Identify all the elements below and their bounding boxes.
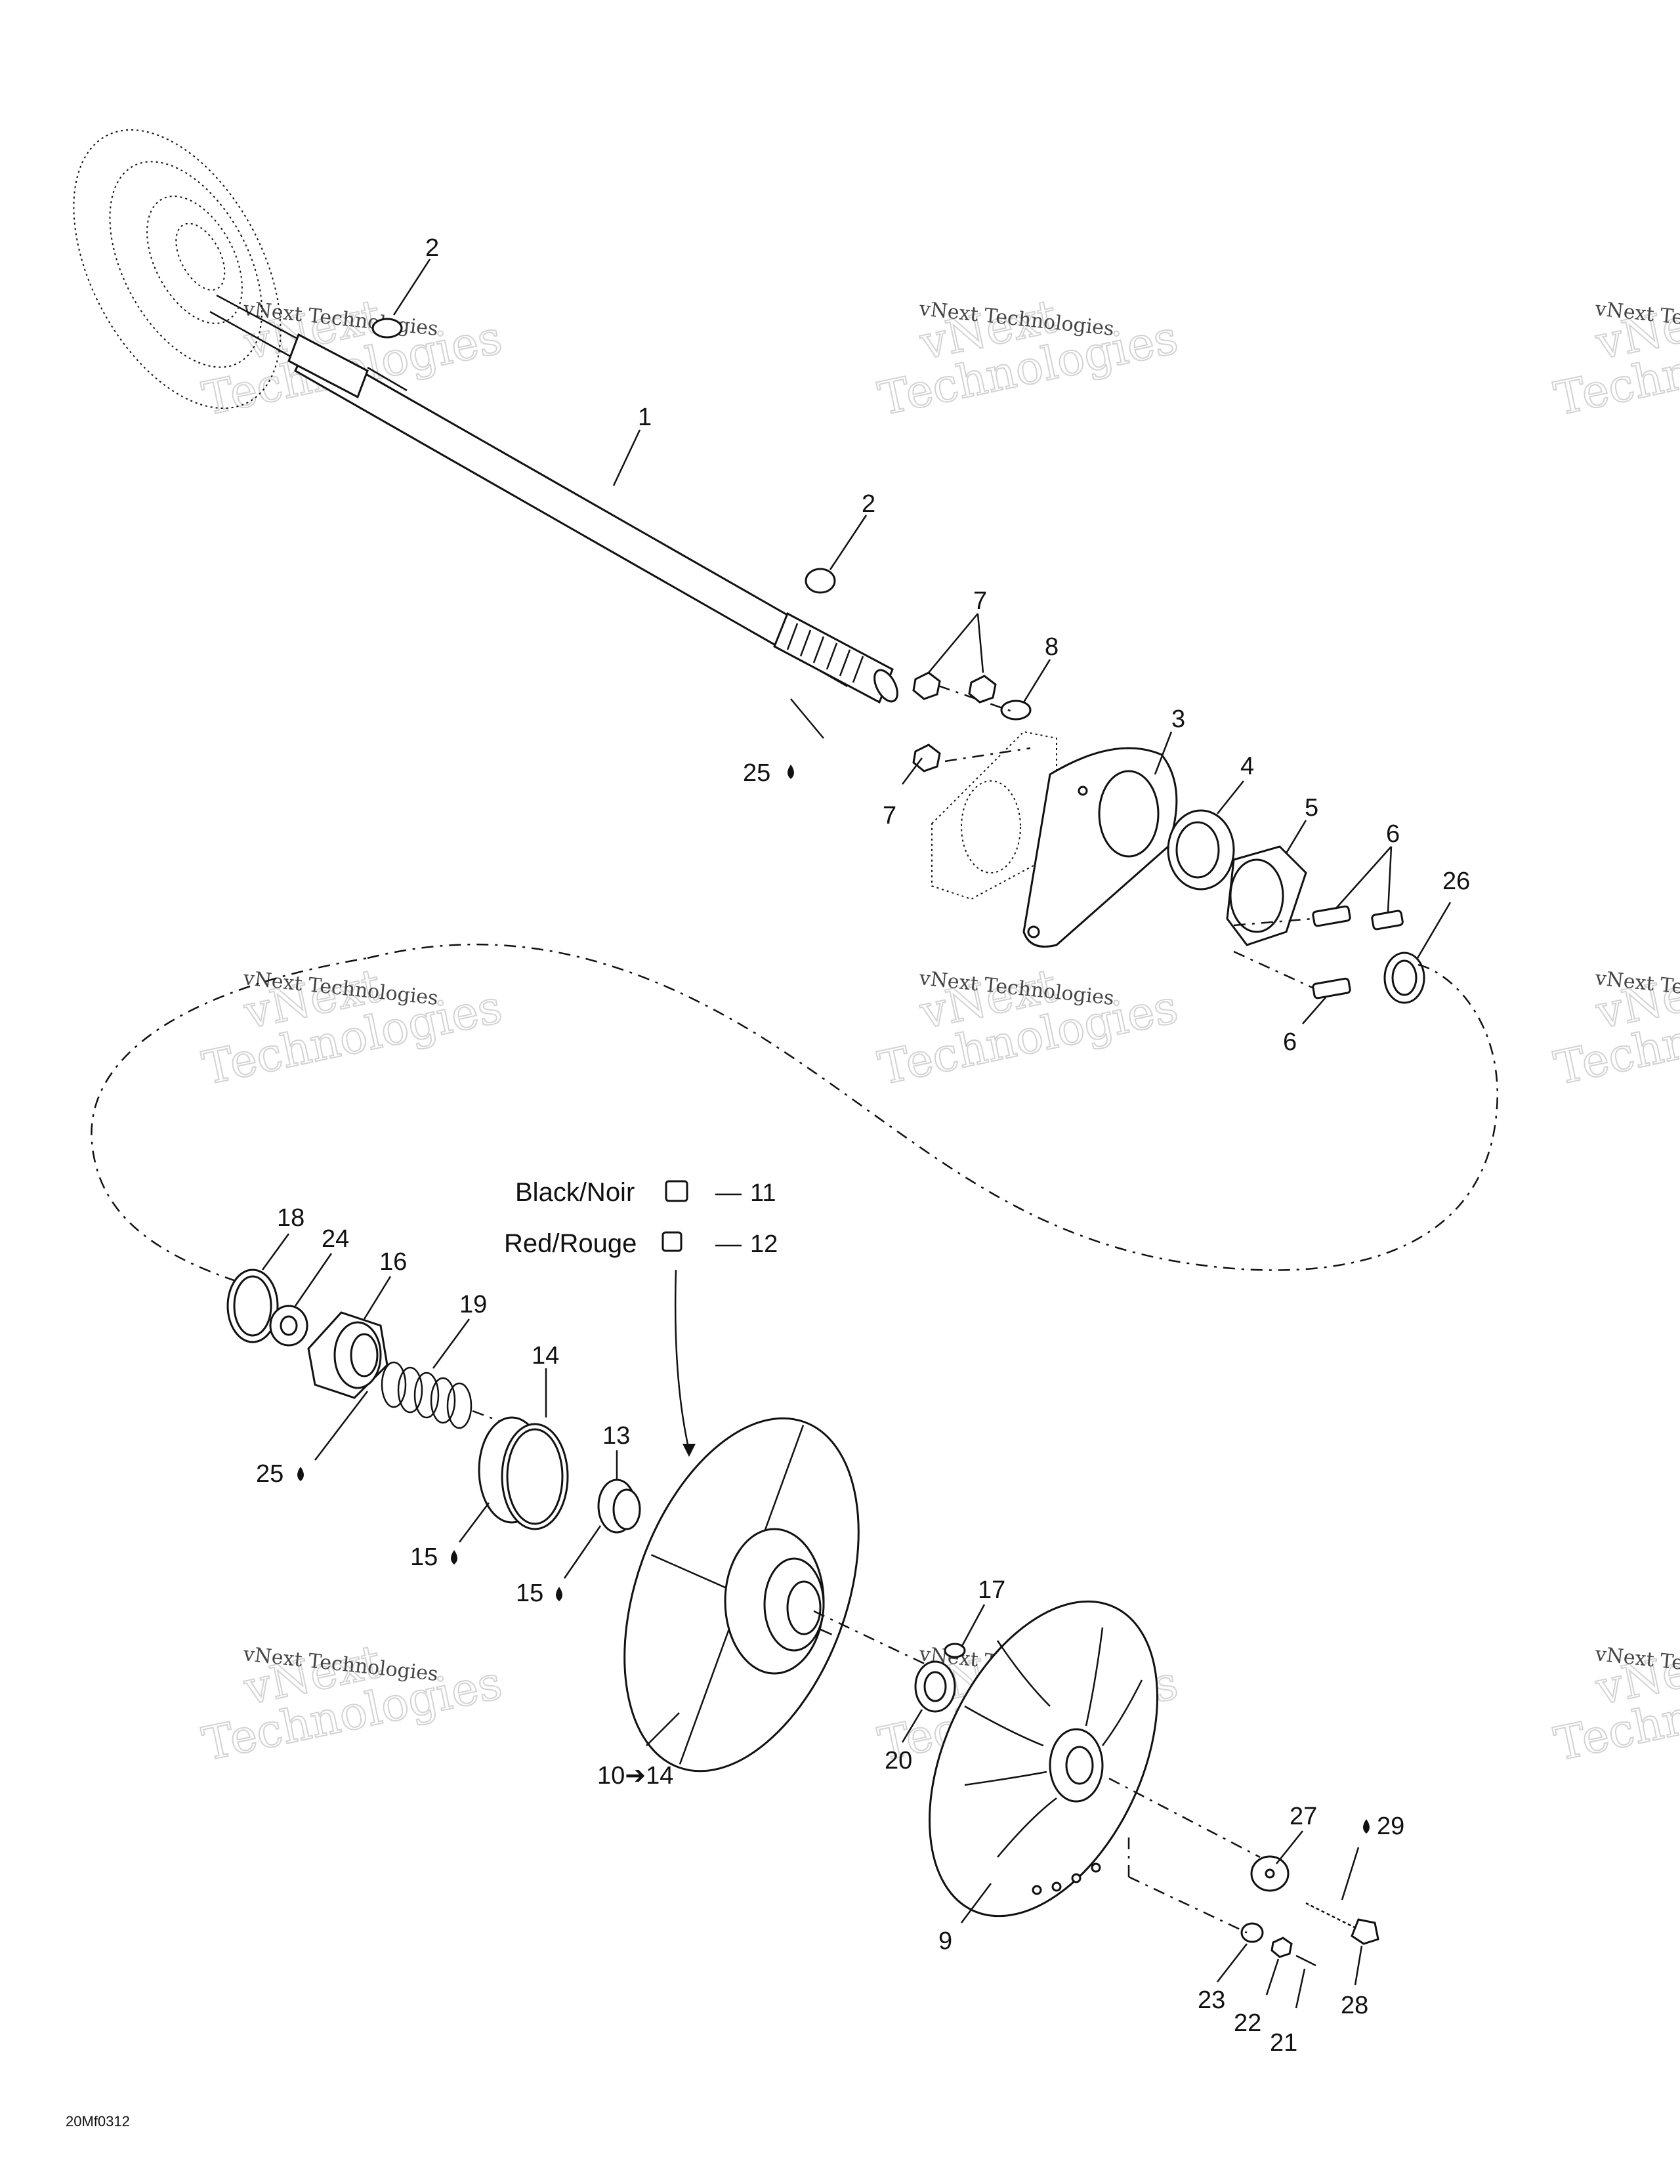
- callout-numbers: 2 1 2 7 8 25 3 4 7 5 6 26 6 11 12 18 24 …: [256, 234, 1470, 2057]
- callout: 29: [1377, 1813, 1404, 1840]
- drive-belt-outline: [91, 943, 1498, 1291]
- drawing-code: 20Mf0312: [66, 2113, 130, 2130]
- lock-washer: [1240, 1922, 1264, 1943]
- callout: 18: [277, 1204, 304, 1232]
- callout: 17: [978, 1576, 1005, 1604]
- centerline: [938, 684, 1015, 713]
- screw: [1312, 905, 1404, 999]
- bracket-outline: [931, 730, 1057, 900]
- callout: 1: [638, 404, 652, 431]
- watermark: vNext Technologies: [1549, 1633, 1680, 1772]
- countershaft: [209, 294, 898, 704]
- circlip: [371, 318, 403, 339]
- callout: 16: [379, 1248, 407, 1276]
- cam: [307, 1311, 388, 1399]
- callout: 14: [532, 1342, 559, 1370]
- callout: 3: [1171, 705, 1185, 733]
- watermark: vNext Technologies: [197, 1633, 507, 1772]
- washer-hole: [280, 1315, 298, 1336]
- callout: 28: [1341, 1992, 1368, 2019]
- callout: 6: [1283, 1028, 1297, 1056]
- centerline: [1108, 1777, 1261, 1858]
- label-block: Black/Noir Red/Rouge: [504, 1178, 742, 1457]
- callout: 5: [1305, 794, 1318, 822]
- leader-lines: [261, 259, 1452, 2009]
- watermark: vNext Technologies: [873, 957, 1183, 1096]
- circlip: [805, 568, 836, 594]
- watermark: vNext Technologies: [1549, 957, 1680, 1096]
- centerline: [472, 1410, 499, 1422]
- centerline: [1233, 950, 1313, 989]
- ring-inner: [1391, 959, 1418, 996]
- washer-hole: [923, 1671, 947, 1702]
- callout: 7: [883, 802, 896, 830]
- black-weight: [665, 1180, 688, 1202]
- nut: [1270, 1937, 1293, 1958]
- callout: 9: [938, 1927, 952, 1955]
- oil-drop-icon: [297, 765, 1370, 1834]
- callout: 25: [256, 1460, 284, 1488]
- small-washer: [944, 1643, 966, 1658]
- retaining-ring-inner: [233, 1275, 272, 1337]
- callout: 2: [862, 490, 875, 518]
- callout: 21: [1270, 2029, 1297, 2057]
- bearing-plate: [1022, 747, 1178, 948]
- watermark: vNext Technologies: [873, 288, 1183, 427]
- washer-hole: [1265, 1868, 1275, 1879]
- callout: 6: [1386, 820, 1400, 848]
- movable-sheave: [929, 1600, 1158, 1918]
- callout: 8: [1045, 633, 1059, 661]
- fixed-sheave: [623, 1417, 860, 1773]
- callout: 15: [410, 1544, 438, 1571]
- nut: [968, 675, 997, 704]
- black-label: Black/Noir: [515, 1178, 635, 1207]
- red-weight: [662, 1231, 682, 1252]
- callout: 4: [1240, 753, 1254, 780]
- callout: 25: [743, 759, 770, 787]
- bearing: [1167, 809, 1235, 891]
- watermark: vNext Technologies: [197, 288, 507, 427]
- nut: [912, 744, 941, 772]
- callout: 15: [516, 1580, 543, 1607]
- bushing: [478, 1416, 569, 1530]
- centerline: [944, 747, 1031, 763]
- callout: 12: [750, 1230, 778, 1258]
- callout: 11: [750, 1179, 776, 1207]
- bearing-cover: [1226, 845, 1307, 946]
- washer: [1000, 700, 1032, 721]
- centerline: [1128, 1876, 1248, 1934]
- callout: 10➔14: [597, 1762, 673, 1790]
- callout: 7: [973, 587, 987, 615]
- callout: 24: [322, 1225, 349, 1253]
- spring: [381, 1361, 472, 1429]
- red-label: Red/Rouge: [504, 1229, 637, 1258]
- centerline: [813, 1610, 946, 1675]
- nut: [912, 671, 941, 700]
- callout: 13: [602, 1422, 630, 1450]
- callout: 26: [1442, 868, 1470, 895]
- callout: 20: [885, 1747, 912, 1774]
- centerline: [1233, 917, 1313, 927]
- callout: 2: [425, 234, 439, 262]
- bolt: [1305, 1901, 1379, 1945]
- callout: 22: [1234, 2009, 1261, 2037]
- small-bushing: [597, 1479, 641, 1534]
- callout: 19: [459, 1291, 487, 1318]
- watermark: vNext Technologies: [197, 957, 507, 1096]
- callout: 23: [1198, 1986, 1225, 2014]
- set-screw: [1295, 1954, 1316, 1967]
- callout: 27: [1290, 1803, 1317, 1830]
- watermark: vNext Technologies: [1549, 288, 1680, 427]
